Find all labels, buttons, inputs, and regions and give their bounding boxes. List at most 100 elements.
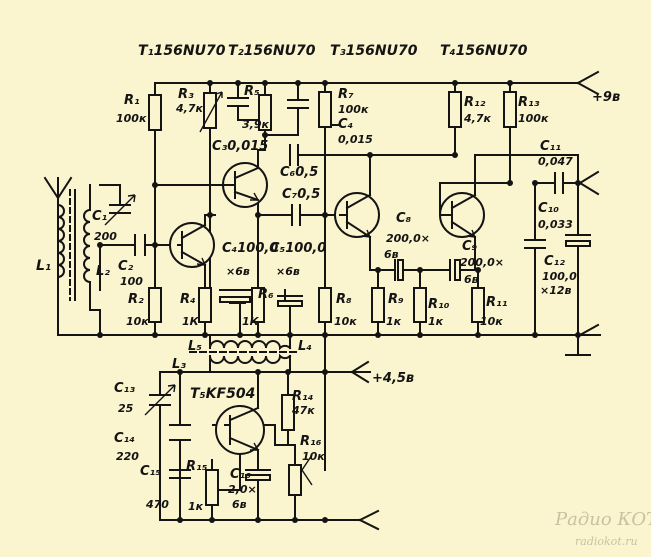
label-c10: C₁₀ [538,201,559,216]
resistor-r15 [205,469,219,506]
label-c8: C₈ [396,211,412,226]
label-r9-value: 1к [386,315,402,328]
label-c1-value: 200 [94,230,117,243]
resistor-r5 [258,94,272,131]
inductor-l3 [208,353,292,364]
label-c5: C₅100,0 [270,241,326,256]
resistor-r16 [288,464,302,496]
label-c16-value: 2,0× [228,483,257,496]
inductors [56,184,301,364]
label-r14-value: 47к [291,404,315,417]
label-t2: T₂156NU70 [228,43,316,59]
capacitor-c4-electrolytic [219,289,251,303]
label-r5-value: 3,9к [242,118,269,131]
capacitor-c7 [291,204,301,226]
label-r12-value: 4,7к [463,112,491,125]
capacitor-c11 [554,172,564,194]
label-c4e-value: ×6в [226,265,250,278]
label-r3: R₃ [178,87,194,102]
label-r11: R₁₁ [486,295,508,310]
label-t3: T₃156NU70 [330,43,418,59]
label-c8-value: 200,0× [386,232,430,245]
label-c4e: C₄100,0 [222,241,278,256]
capacitor-c1 [104,194,136,226]
wires [43,70,601,531]
label-r3-value: 4,7к [175,102,203,115]
junctions [97,80,581,523]
label-r10: R₁₀ [428,297,450,312]
resistor-r1 [148,94,162,131]
label-c4-value: 0,015 [338,133,373,146]
resistor-r11 [471,287,485,323]
label-c16: C₁₆ [230,467,251,482]
label-c9: C₉ [462,239,478,254]
inductor-l2 [83,208,92,284]
capacitor-c16 [245,469,271,481]
capacitor-c12 [565,234,591,247]
label-r2-value: 10к [126,315,149,328]
label-c12-value2: ×12в [540,284,572,297]
label-c2: C₂ [118,259,134,274]
label-c10-value: 0,033 [538,218,573,231]
label-r9: R₉ [388,292,404,307]
resistor-r14 [281,394,295,431]
capacitor-c3 [227,97,249,107]
capacitor-c2 [134,234,146,256]
inductor-l5 [208,340,292,351]
transistors [169,162,485,455]
labels: T₁156NU70 T₂156NU70 T₃156NU70 T₄156NU70 … [36,43,651,548]
capacitor-c10 [524,239,546,249]
label-c14-value: 220 [116,450,139,463]
resistor-r8 [318,287,332,323]
label-r8: R₈ [336,292,352,307]
label-c13-value: 25 [118,402,134,415]
resistors [148,91,517,506]
label-t5: T₅KF504 [190,386,255,402]
label-c12-value: 100,0 [542,270,577,283]
transistor-t1 [169,222,215,268]
label-c3: C₃0,015 [212,139,268,154]
label-v9: +9в [592,90,620,105]
label-r15-value: 1к [188,500,204,513]
label-r1: R₁ [124,93,140,108]
capacitor-c5-electrolytic [277,295,303,307]
label-r16: R₁₆ [300,434,322,449]
label-c1: C₁ [92,209,108,224]
capacitor-c6-top [287,99,309,109]
label-l4: L₄ [298,339,312,354]
capacitor-c6 [289,144,299,166]
label-r1-value: 100к [116,112,147,125]
label-r4-value: 1К [182,315,200,328]
label-c11-value: 0,047 [538,155,573,168]
resistor-r2 [148,287,162,323]
capacitor-c15 [169,439,191,521]
watermark-url: radiokot.ru [575,535,638,548]
label-r4: R₄ [180,292,196,307]
label-r8-value: 10к [334,315,357,328]
transistor-t2 [222,162,268,208]
label-c12: C₁₂ [544,254,565,269]
label-l2: L₂ [96,264,110,279]
label-r6: R₆ [258,287,274,302]
label-r7: R₇ [338,87,354,102]
resistor-r12 [448,91,462,128]
capacitor-c13 [144,384,176,416]
label-c11: C₁₁ [540,139,561,154]
label-r14: R₁₄ [292,389,314,404]
capacitor-c14 [169,424,191,441]
capacitors [104,97,591,521]
label-r13-value: 100к [518,112,549,125]
label-c16-value2: 6в [232,498,247,511]
label-t4: T₄156NU70 [440,43,528,59]
label-r10-value: 1к [428,315,444,328]
label-r16-value: 10к [302,450,325,463]
label-c8-value2: 6в [384,248,399,261]
transistor-t4 [439,192,485,239]
label-c13: C₁₃ [114,381,135,396]
label-r5: R₅ [244,84,260,99]
capacitor-c9 [449,259,461,281]
resistor-r6 [251,287,265,323]
resistor-r7 [318,91,332,128]
label-c7: C₇0,5 [282,187,320,202]
label-c5-value: ×6в [276,265,300,278]
